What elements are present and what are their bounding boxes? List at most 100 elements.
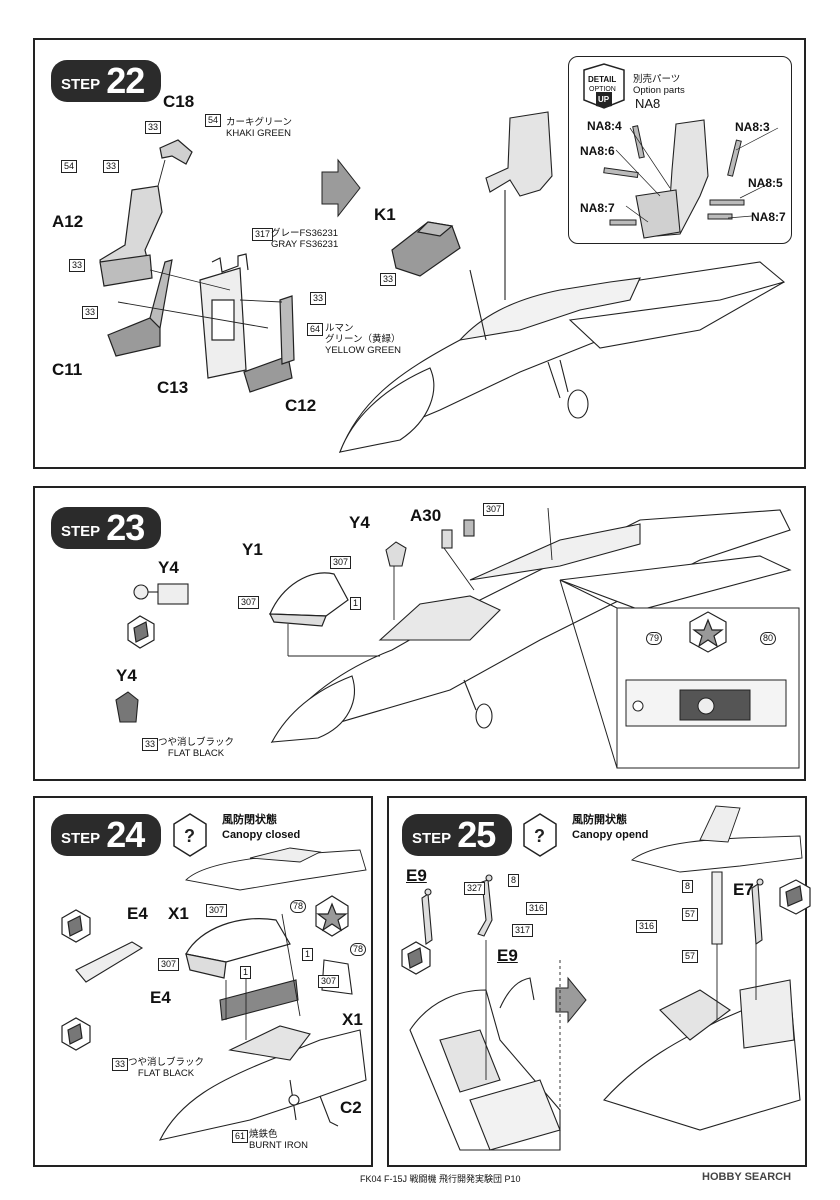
paint-code: 33 (310, 292, 327, 305)
canopy-open-thumbnail (630, 805, 803, 873)
canopy-closed-jp: 風防閉状態 (222, 814, 277, 826)
step23-guide-lines (287, 507, 553, 657)
paint-code: 79 (646, 632, 663, 645)
paint-code: 57 (682, 950, 699, 963)
part-e9-label: E9 (406, 866, 427, 885)
part-a12-label: A12 (52, 212, 84, 231)
option-code: NA8 (635, 96, 661, 111)
part-c18-drawing (159, 139, 193, 165)
optional-question-mark: ? (184, 826, 195, 846)
step-word: STEP (61, 522, 101, 540)
paint-code: 1 (350, 597, 362, 610)
step24-aircraft (158, 979, 367, 1141)
paint-code: 33 (69, 259, 86, 272)
part-c12-label: C12 (285, 396, 317, 415)
step25-cockpit-right (603, 979, 801, 1131)
part-e9-drawing (421, 888, 433, 945)
paint-code: 307 (318, 975, 340, 988)
part-x1-drawing (185, 918, 291, 979)
option-na8-7b: NA8:7 (751, 210, 786, 224)
part-c2-label: C2 (340, 1098, 362, 1117)
step25-badge: STEP 25 (402, 814, 512, 856)
paint-code: 33 (145, 121, 162, 134)
paint-khaki-green: カーキグリーン KHAKI GREEN (226, 117, 293, 139)
part-k1-label: K1 (374, 205, 396, 224)
paint-code: 317 (252, 228, 274, 241)
canopy-open-en: Canopy opend (572, 829, 649, 841)
paint-code: 33 (380, 273, 397, 286)
part-k1-drawing (391, 221, 461, 277)
step-word: STEP (61, 75, 101, 93)
star-hex-icon-24 (315, 895, 349, 937)
paint-code: 64 (307, 323, 324, 336)
part-y4-drawing (133, 583, 189, 605)
part-x1-label: X1 (342, 1010, 363, 1029)
part-y4-label: Y4 (349, 513, 370, 532)
paint-code: 307 (483, 503, 505, 516)
step-number: 25 (457, 814, 496, 855)
paint-code: 307 (158, 958, 180, 971)
step25-guide-lines (485, 940, 757, 1150)
part-c11-label: C11 (52, 360, 83, 379)
optional-question-mark: ? (534, 826, 545, 846)
step22-aircraft (339, 261, 786, 454)
paint-burnt-iron: 焼鉄色 BURNT IRON (249, 1129, 308, 1151)
step22-arrow (321, 158, 361, 218)
step-word: STEP (412, 829, 452, 847)
paint-code: 54 (205, 114, 222, 127)
option-parts-box (568, 56, 792, 244)
e7-hex-icon (779, 879, 811, 915)
step23-badge: STEP 23 (51, 507, 161, 549)
hobby-search-watermark: HOBBY SEARCH (702, 1171, 792, 1183)
step-number: 23 (106, 507, 145, 548)
step22-guide-lines (117, 159, 283, 329)
part-y4-label: Y4 (116, 666, 137, 685)
paint-code: 316 (636, 920, 658, 933)
paint-code: 8 (682, 880, 694, 893)
paint-code: 33 (103, 160, 120, 173)
paint-code: 61 (232, 1130, 249, 1143)
step25-arrow (555, 976, 587, 1024)
step24-badge: STEP 24 (51, 814, 161, 856)
part-e4-label: E4 (150, 988, 171, 1007)
canopy-y1-drawing (269, 572, 349, 627)
part-e9-label: E9 (497, 946, 518, 965)
paint-code: 1 (302, 948, 314, 961)
part-y4-small (385, 541, 407, 567)
canopy-closed-en: Canopy closed (222, 829, 301, 841)
page-footer: FK04 F-15J 戦闘機 飛行開発実験団 P10 (360, 1174, 521, 1184)
detail-badge-bot: UP (598, 95, 610, 104)
strut-8-drawing (711, 871, 723, 945)
part-c13-label: C13 (157, 378, 189, 397)
flat-black-hex-icon (127, 615, 155, 649)
e4-hex-icons (61, 909, 91, 1051)
canopy-closed-thumbnail (185, 847, 367, 891)
e9-hex-icon (401, 941, 431, 975)
optional-hex-icon (523, 813, 557, 857)
step-word: STEP (61, 829, 101, 847)
star-hex-icon (689, 611, 727, 653)
option-title-jp: 別売パーツ (633, 74, 681, 85)
step22-badge: STEP 22 (51, 60, 161, 102)
paint-code: 33 (82, 306, 99, 319)
paint-code: 1 (240, 966, 252, 979)
part-x1-label: X1 (168, 904, 189, 923)
step24-guide-lines (225, 913, 301, 1040)
paint-yellow-green: ルマン グリーン（黄緑） YELLOW GREEN (325, 323, 402, 356)
detail-badge-top: DETAIL (588, 75, 617, 84)
canopy-open-jp: 風防開状態 (572, 814, 627, 826)
optional-hex-icon (173, 813, 207, 857)
paint-flat-black: つや消しブラック FLAT BLACK (128, 1057, 205, 1079)
step-number: 24 (106, 814, 145, 855)
option-na8-3: NA8:3 (735, 120, 770, 134)
paint-code: 33 (112, 1058, 129, 1071)
paint-code: 8 (508, 874, 520, 887)
part-y4-label: Y4 (158, 558, 179, 577)
step25-cockpit-left (409, 977, 561, 1151)
part-a30-label: A30 (410, 506, 442, 525)
